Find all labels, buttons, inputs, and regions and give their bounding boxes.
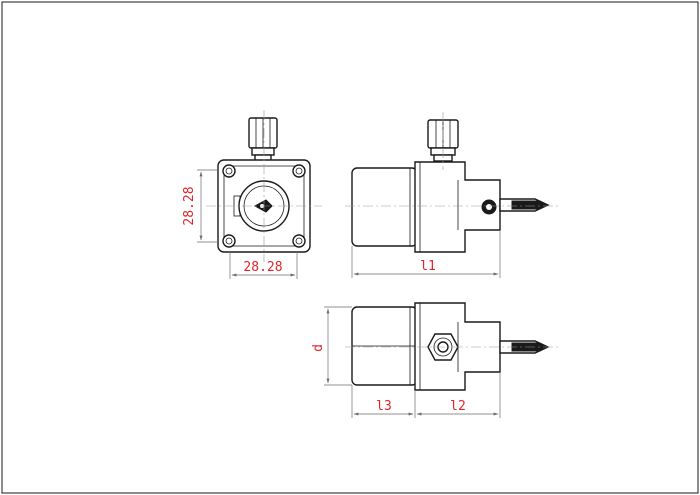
top-l3-label: l3 xyxy=(376,399,392,414)
front-height-label: 28.28 xyxy=(182,186,197,225)
side-length-label: l1 xyxy=(420,259,436,274)
front-height-dimension: 28.28 xyxy=(182,169,218,243)
top-l2-label: l2 xyxy=(450,399,466,414)
front-view xyxy=(206,110,322,262)
front-mounting-holes xyxy=(222,164,306,248)
front-fitting-collar xyxy=(251,147,275,156)
front-width-label: 28.28 xyxy=(243,260,282,275)
side-view xyxy=(345,112,560,253)
side-cylinder xyxy=(351,167,418,247)
top-view xyxy=(345,302,560,391)
top-depth-label: d xyxy=(311,344,326,352)
top-l2-dimension: l2 xyxy=(416,372,501,418)
front-width-dimension: 28.28 xyxy=(229,252,298,279)
top-l3-dimension: l3 xyxy=(351,385,416,418)
top-depth-dimension: d xyxy=(311,306,352,386)
side-length-dimension: l1 xyxy=(351,230,501,278)
